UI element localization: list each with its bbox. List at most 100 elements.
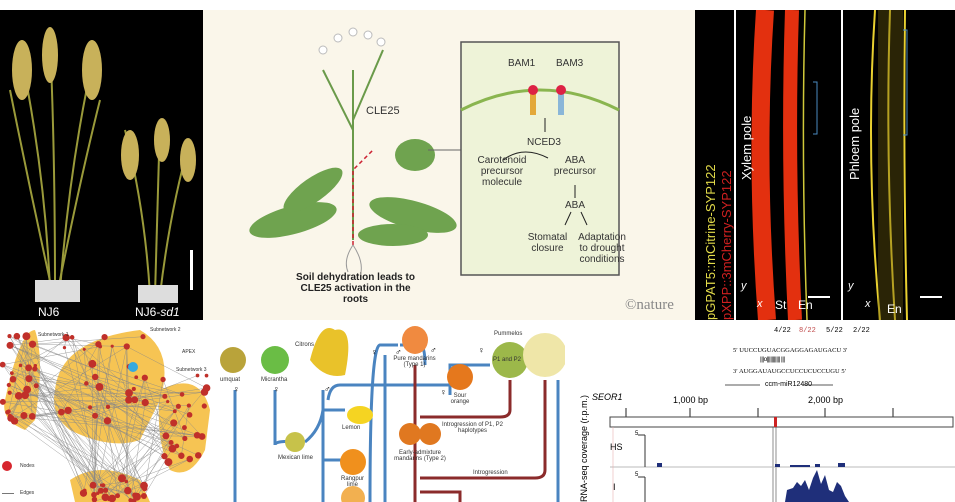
network-node	[162, 393, 168, 399]
network-node	[95, 382, 104, 391]
network-edge	[28, 378, 173, 449]
network-node	[164, 458, 173, 467]
network-node	[82, 347, 86, 351]
label-nj6-sd1: NJ6-sd1	[135, 305, 180, 319]
network-edge	[126, 346, 128, 491]
network-edge	[8, 384, 102, 491]
network-node	[118, 474, 126, 483]
network-node	[201, 403, 207, 409]
label-prefix: NJ6-	[135, 305, 161, 319]
network-node	[125, 389, 133, 397]
network-node	[28, 412, 36, 420]
network-node	[18, 363, 23, 368]
network-edge	[9, 345, 146, 403]
network-edge	[28, 344, 33, 379]
network-node	[168, 440, 174, 446]
network-node	[202, 384, 211, 392]
network-edge	[10, 346, 127, 419]
label-subnetwork-2: Subnetwork 2	[150, 327, 181, 333]
network-node	[96, 491, 100, 495]
citrus-diagram	[220, 326, 565, 502]
network-node	[32, 366, 38, 372]
female-icon: ♀	[478, 345, 485, 355]
network-graph	[0, 330, 211, 502]
gene-name: SEOR1	[592, 392, 623, 402]
network-node	[161, 453, 168, 460]
network-node	[166, 400, 170, 404]
legend-edges: Edges	[20, 490, 35, 496]
axis-y: y	[741, 280, 747, 292]
network-edge	[25, 395, 138, 497]
network-node	[21, 391, 30, 400]
network-edge	[64, 347, 106, 498]
mirna-label: ccm-miR12480	[762, 381, 816, 388]
coverage-plot	[609, 384, 955, 502]
network-node	[102, 487, 109, 493]
network-node	[182, 435, 188, 442]
network-node	[195, 373, 200, 378]
label-introgression-2: Introgression	[473, 470, 508, 476]
male-icon: ♂	[395, 347, 402, 357]
label-aba-precursor: ABA precursor	[553, 155, 597, 177]
axis-y-2: y	[848, 280, 854, 292]
network-node	[62, 333, 70, 342]
network-node	[140, 492, 147, 500]
edge-legend-icon	[2, 493, 14, 494]
network-node	[194, 452, 202, 459]
network-edge	[9, 396, 20, 417]
network-node	[87, 405, 93, 410]
network-edge	[24, 336, 27, 396]
network-node	[123, 343, 130, 350]
network-node	[141, 398, 149, 407]
network-edge	[143, 448, 173, 497]
network-edge	[61, 411, 172, 443]
label-subnetwork-1: Subnetwork 1	[38, 332, 69, 338]
network-node	[124, 486, 132, 495]
network-edge	[36, 385, 95, 495]
network-edge	[93, 415, 96, 495]
network-node	[88, 359, 97, 368]
network-node	[28, 340, 37, 348]
label-en-1: En	[798, 298, 813, 312]
network-node	[0, 361, 6, 368]
sequence-top: 5′ UUCCUGUACGGAGGAGAUGACU 3′	[733, 347, 848, 354]
legend-nodes: Nodes	[20, 463, 35, 469]
label-en-2: En	[887, 302, 902, 316]
root-fluorescence-image	[751, 10, 942, 320]
network-node	[186, 455, 194, 463]
label-st: St	[775, 298, 787, 312]
network-edge	[105, 422, 174, 498]
network-edge	[127, 458, 190, 491]
network-edge	[28, 378, 145, 489]
network-edge	[8, 384, 69, 411]
network-node	[91, 373, 99, 381]
network-edge	[94, 346, 127, 502]
network-node	[131, 396, 139, 404]
network-edge	[126, 411, 175, 482]
network-node	[103, 417, 112, 425]
network-edge	[66, 337, 135, 400]
network-edge	[2, 364, 203, 437]
network-node	[82, 488, 87, 493]
network-node	[91, 491, 97, 498]
network-node	[131, 386, 136, 392]
network-edge	[162, 379, 186, 439]
network-node	[140, 481, 148, 490]
network-node	[9, 375, 17, 383]
plant-illustration	[249, 27, 620, 276]
tick-label-1000: 1,000 bp	[673, 395, 709, 405]
network-node	[101, 333, 108, 341]
network-node	[162, 432, 170, 440]
label-pure-mandarins: Pure mandarins (Type 1)	[393, 356, 436, 368]
network-node	[108, 494, 117, 502]
label-stomatal: Stomatal closure	[527, 232, 568, 254]
label-sour-orange: Sour orange	[450, 393, 470, 405]
network-edge	[10, 415, 198, 436]
network-node	[92, 412, 99, 419]
network-node	[101, 493, 110, 502]
network-node	[204, 373, 209, 378]
track-i: I	[613, 482, 616, 492]
pairing-lines: |||o||||||||||| |||	[760, 356, 785, 363]
male-icon: ♂	[324, 384, 331, 394]
network-edge	[92, 401, 168, 486]
